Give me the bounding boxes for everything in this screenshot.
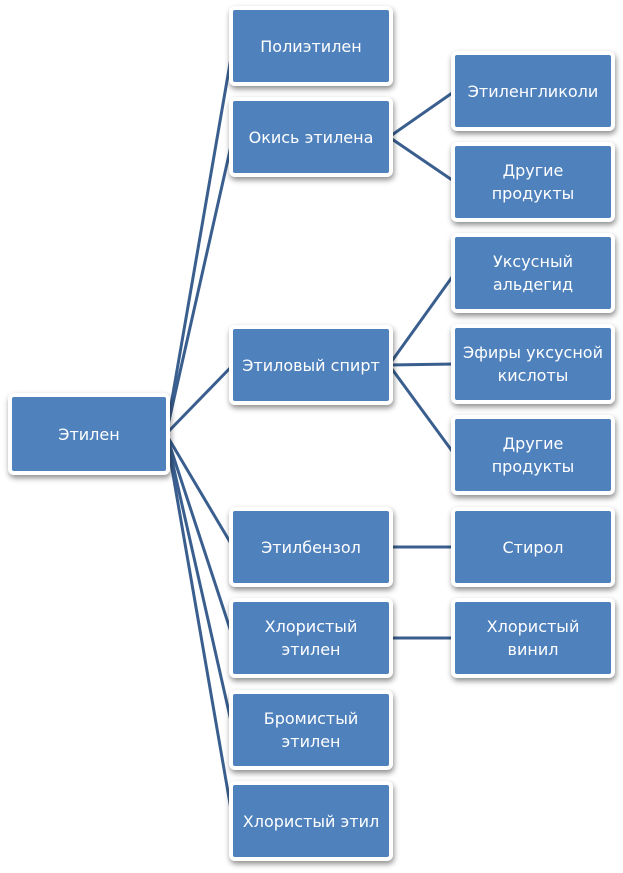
connector-n3-n3b — [387, 362, 457, 367]
connector-root-n6 — [164, 432, 235, 732]
node-ethyl-alcohol: Этиловый спирт — [229, 325, 393, 405]
node-ethylbenzene: Этилбензол — [229, 507, 393, 587]
node-ethylene-chloride: Хлористый этилен — [229, 598, 393, 678]
connector-n3-n3c — [387, 363, 457, 457]
connector-root-n3 — [164, 363, 235, 436]
connector-root-n7 — [164, 432, 235, 823]
connector-root-n4 — [164, 432, 235, 549]
node-styrene: Стирол — [451, 507, 615, 587]
node-other-products-1: Другие продукты — [451, 142, 615, 222]
node-ethylene-bromide: Бромистый этилен — [229, 690, 393, 770]
node-acetic-esters: Эфиры уксусной кислоты — [451, 324, 615, 404]
connector-root-n2 — [164, 135, 235, 436]
connector-root-n5 — [164, 432, 235, 640]
node-polyethylene: Полиэтилен — [229, 6, 393, 86]
node-ethylene: Этилен — [8, 393, 170, 475]
node-ethylene-glycols: Этиленгликоли — [451, 51, 615, 131]
node-ethylene-oxide: Окись этилена — [229, 97, 393, 177]
node-vinyl-chloride: Хлористый винил — [451, 598, 615, 678]
connector-n3-n3a — [387, 271, 457, 367]
node-ethyl-chloride: Хлористый этил — [229, 781, 393, 861]
node-acetaldehyde: Уксусный альдегид — [451, 233, 615, 313]
connector-root-n1 — [164, 44, 235, 436]
connector-n2-n2a — [387, 89, 457, 139]
node-other-products-2: Другие продукты — [451, 415, 615, 495]
connector-n2-n2b — [387, 135, 457, 184]
